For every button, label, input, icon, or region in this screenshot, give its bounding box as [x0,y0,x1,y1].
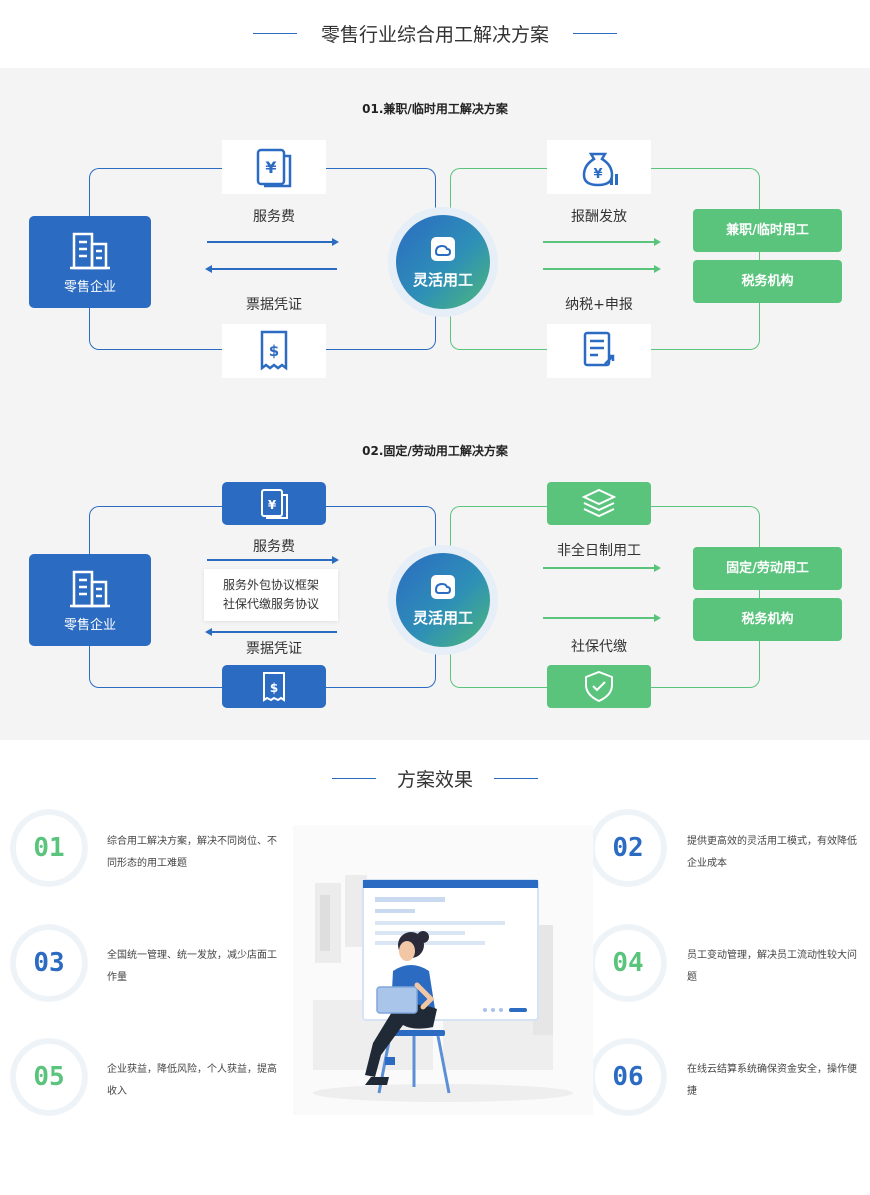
scheme1-receipt-icon-box: $ [222,324,326,378]
scheme2-arrow-parttime [543,564,661,571]
effect-number-01: 01 [11,810,87,886]
svg-text:¥: ¥ [268,498,277,512]
effect-text-01: 综合用工解决方案，解决不同岗位、不同形态的用工难题 [107,836,277,869]
scheme2-parttime-label: 非全日制用工 [557,543,641,559]
scheme2-receipt-icon-box: $ [222,665,326,708]
scheme2-fulltime-box: 固定/劳动用工 [693,547,842,590]
building-icon [70,232,110,270]
effects-line-right [494,778,538,779]
cloud-logo-icon [431,575,455,599]
scheme2-arrow-fee [207,556,339,563]
scheme2-right-bracket-r [648,506,760,688]
scheme2-shield-icon-box [547,665,651,708]
effect-text-06: 在线云结算系统确保资金安全，操作便捷 [687,1064,857,1097]
yen-document-icon: ¥ [256,148,292,188]
scheme1-hub: 灵活用工 [388,207,498,317]
scheme1-arrow-fee [207,238,339,245]
scheme1-pay-icon-box: ¥ [547,140,651,194]
scheme2-fee-label: 服务费 [253,539,295,555]
agreement-line-1: 服务外包协议框架 [222,578,319,592]
scheme2-hub: 灵活用工 [388,545,498,655]
scheme2-arrow-social [543,614,661,621]
receipt-dollar-icon: $ [263,672,285,702]
scheme1-tax-office-box: 税务机构 [693,260,842,303]
scheme1-parttime-box: 兼职/临时用工 [693,209,842,252]
scheme2-tax-office-box: 税务机构 [693,598,842,641]
effect-number-06: 06 [590,1039,666,1115]
scheme2-layers-icon-box [547,482,651,525]
scheme1-tax-icon-box [547,324,651,378]
hub-label: 灵活用工 [412,271,473,289]
scheme1-arrow-receipt [205,265,337,272]
scheme2-arrow-receipt [205,628,337,635]
layers-icon [581,488,617,518]
effect-number-03: 03 [11,925,87,1001]
scheme1-tax-label: 纳税+申报 [565,297,633,313]
retail-label: 零售企业 [63,618,116,633]
title-line-right [573,33,617,34]
scheme1-arrow-tax [543,265,661,272]
scheme1-arrow-pay [543,238,661,245]
scheme2-retail-box: 零售企业 [29,554,151,646]
scheme1-retail-box: 零售企业 [29,216,151,308]
tax-document-icon [583,331,615,367]
effect-text-03: 全国统一管理、统一发放，减少店面工作量 [107,950,277,983]
effect-text-02: 提供更高效的灵活用工模式，有效降低企业成本 [687,836,857,869]
title-line-left [253,33,297,34]
scheme2-title: 02.固定/劳动用工解决方案 [362,444,508,458]
scheme1-receipt-label: 票据凭证 [246,297,302,313]
svg-text:$: $ [269,342,279,360]
agreement-line-2: 社保代缴服务协议 [222,597,319,611]
yen-document-icon: ¥ [261,489,288,519]
effect-number-02: 02 [590,810,666,886]
scheme2-fee-icon-box: ¥ [222,482,326,525]
effects-title: 方案效果 [396,769,473,791]
money-bag-icon: ¥ [582,152,618,187]
scheme1-fee-icon-box: ¥ [222,140,326,194]
person-laptop-illustration [293,825,593,1115]
svg-text:¥: ¥ [265,158,276,177]
cloud-logo-icon [431,237,455,261]
svg-text:¥: ¥ [593,167,602,182]
retail-label: 零售企业 [63,280,116,295]
scheme1-fee-label: 服务费 [253,209,295,225]
scheme2-social-label: 社保代缴 [571,639,627,655]
receipt-dollar-icon: $ [260,330,288,371]
scheme1-title: 01.兼职/临时用工解决方案 [362,102,508,116]
scheme2-agreement-box: 服务外包协议框架 社保代缴服务协议 [204,569,338,621]
shield-check-icon [585,670,613,703]
scheme2-receipt-label: 票据凭证 [246,641,302,657]
scheme1-pay-label: 报酬发放 [571,209,627,225]
effect-number-04: 04 [590,925,666,1001]
effect-number-05: 05 [11,1039,87,1115]
scheme1-right-bracket-r [648,168,760,350]
building-icon [70,570,110,608]
svg-text:$: $ [270,681,278,695]
effects-line-left [332,778,376,779]
page-title: 零售行业综合用工解决方案 [320,24,549,46]
effect-text-05: 企业获益，降低风险，个人获益，提高收入 [107,1064,277,1097]
effect-text-04: 员工变动管理，解决员工流动性较大问题 [687,950,857,983]
hub-label: 灵活用工 [412,609,473,627]
